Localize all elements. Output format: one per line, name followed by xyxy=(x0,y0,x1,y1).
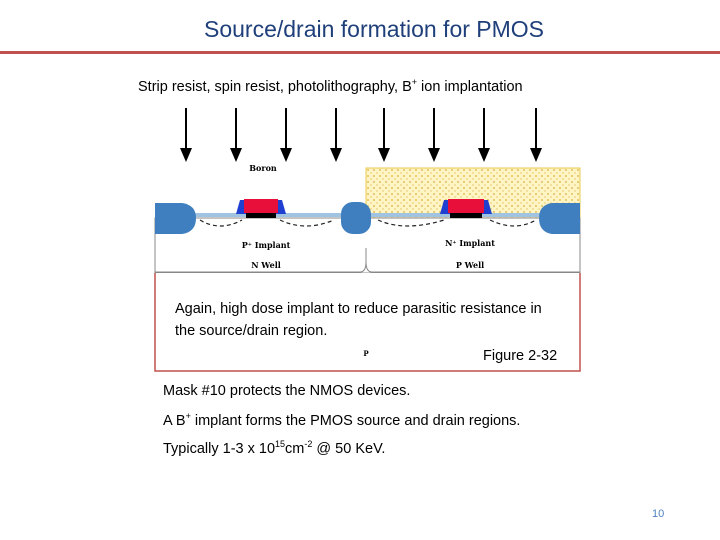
p-well-boundary xyxy=(365,248,580,273)
subtitle: Strip resist, spin resist, photolithogra… xyxy=(138,77,523,95)
nmos-gate xyxy=(440,199,492,218)
bullet-mask: Mask #10 protects the NMOS devices. xyxy=(163,383,411,399)
p-implant-label: P⁺ Implant xyxy=(242,240,291,250)
subtitle-text: Strip resist, spin resist, photolithogra… xyxy=(138,78,412,95)
page-number: 10 xyxy=(652,508,665,520)
bullet-dose-pre: Typically 1-3 x 10 xyxy=(163,440,276,457)
boron-label: Boron xyxy=(249,163,277,173)
overlay-box-border xyxy=(154,273,581,372)
subtitle-sup: + xyxy=(411,77,418,87)
slide-title: Source/drain formation for PMOS xyxy=(203,16,545,42)
bullet-dose: Typically 1-3 x 1015cm-2 @ 50 KeV. xyxy=(163,439,385,457)
boron-arrows xyxy=(180,108,542,162)
figure-label: Figure 2-32 xyxy=(483,348,558,364)
bullet-dose-unit: cm xyxy=(285,440,305,457)
bullet-implant-post: implant forms the PMOS source and drain … xyxy=(190,412,521,429)
implant-regions xyxy=(199,219,537,227)
p-substrate-label: P xyxy=(363,349,369,358)
bullet-dose-energy: @ 50 KeV. xyxy=(312,440,386,457)
bullet-implant-pre: A B xyxy=(163,412,186,429)
bullet-dose-exp: 15 xyxy=(275,439,286,449)
n-well-label: N Well xyxy=(251,260,281,270)
p-well-label: P Well xyxy=(456,260,484,270)
n-implant-label: N⁺ Implant xyxy=(445,238,495,248)
title-underline xyxy=(0,51,720,54)
subtitle-text-end: ion implantation xyxy=(417,78,523,95)
field-oxide xyxy=(155,202,580,234)
bullet-implant-sup: + xyxy=(185,411,191,421)
overlay-box-fill xyxy=(155,273,580,371)
bullet-dose-unit-exp: -2 xyxy=(304,439,313,449)
pmos-gate xyxy=(236,199,286,218)
overlay-description: Again, high dose implant to reduce paras… xyxy=(175,301,542,339)
bullet-implant: A B+ implant forms the PMOS source and d… xyxy=(163,411,520,429)
